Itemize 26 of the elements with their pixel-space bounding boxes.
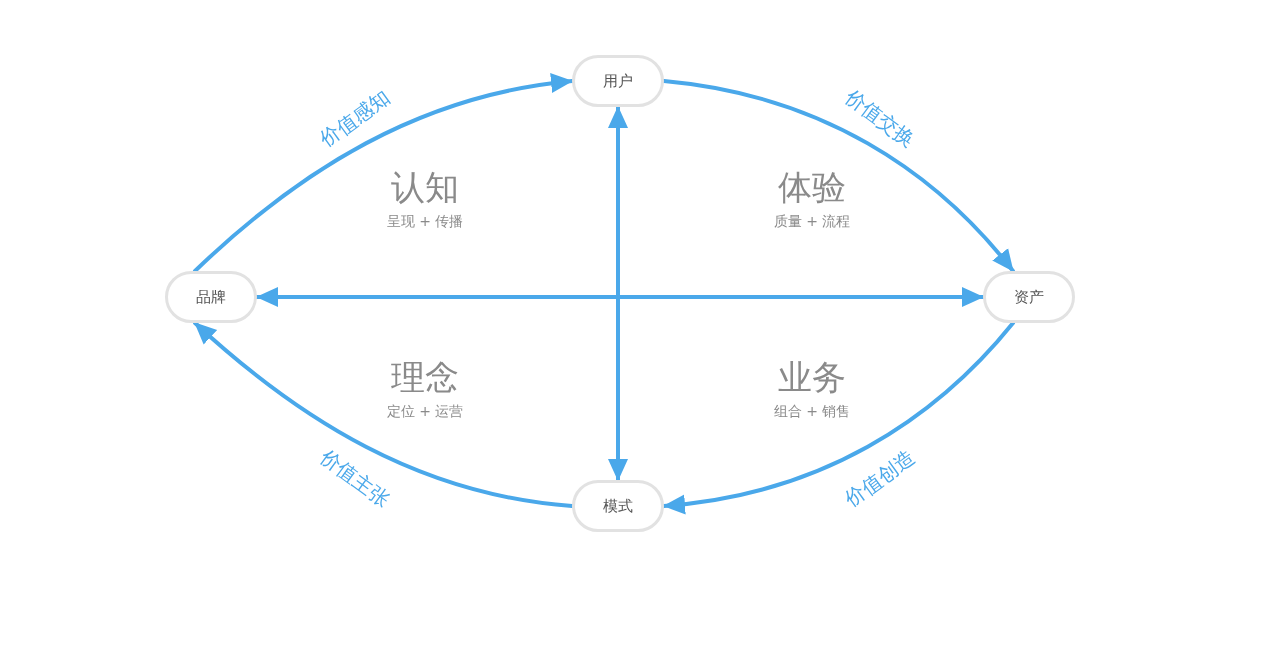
rounded-node-box [572,480,664,532]
arrow [662,321,1015,514]
quadrant-heading: 业务 [778,356,846,399]
quadrant-subtitle: 质量 + 流程 [773,213,851,231]
arrow [255,287,985,307]
edge-label: 价值主张 [314,443,396,513]
quadrant-subtitle: 呈现 + 传播 [386,213,464,231]
quadrant-heading: 体验 [778,166,846,209]
node-label: 模式 [603,496,633,516]
edge-label: 价值感知 [314,83,396,153]
edge-label: 价值创造 [839,443,921,513]
quadrant-heading: 认知 [391,166,459,209]
quadrant-subtitle: 组合 + 销售 [773,403,851,421]
arrow [193,73,574,273]
rounded-node-box [983,271,1075,323]
rounded-node-box [572,55,664,107]
edge-label: 价值交换 [839,83,921,153]
arrow [662,79,1015,273]
quadrant-heading: 理念 [391,356,459,399]
arrow [608,105,628,482]
rounded-node-box [165,271,257,323]
node-label: 用户 [603,71,633,91]
node-label: 资产 [1014,287,1044,307]
arrow [193,321,574,508]
node-label: 品牌 [196,287,226,307]
quadrant-subtitle: 定位 + 运营 [386,403,464,421]
